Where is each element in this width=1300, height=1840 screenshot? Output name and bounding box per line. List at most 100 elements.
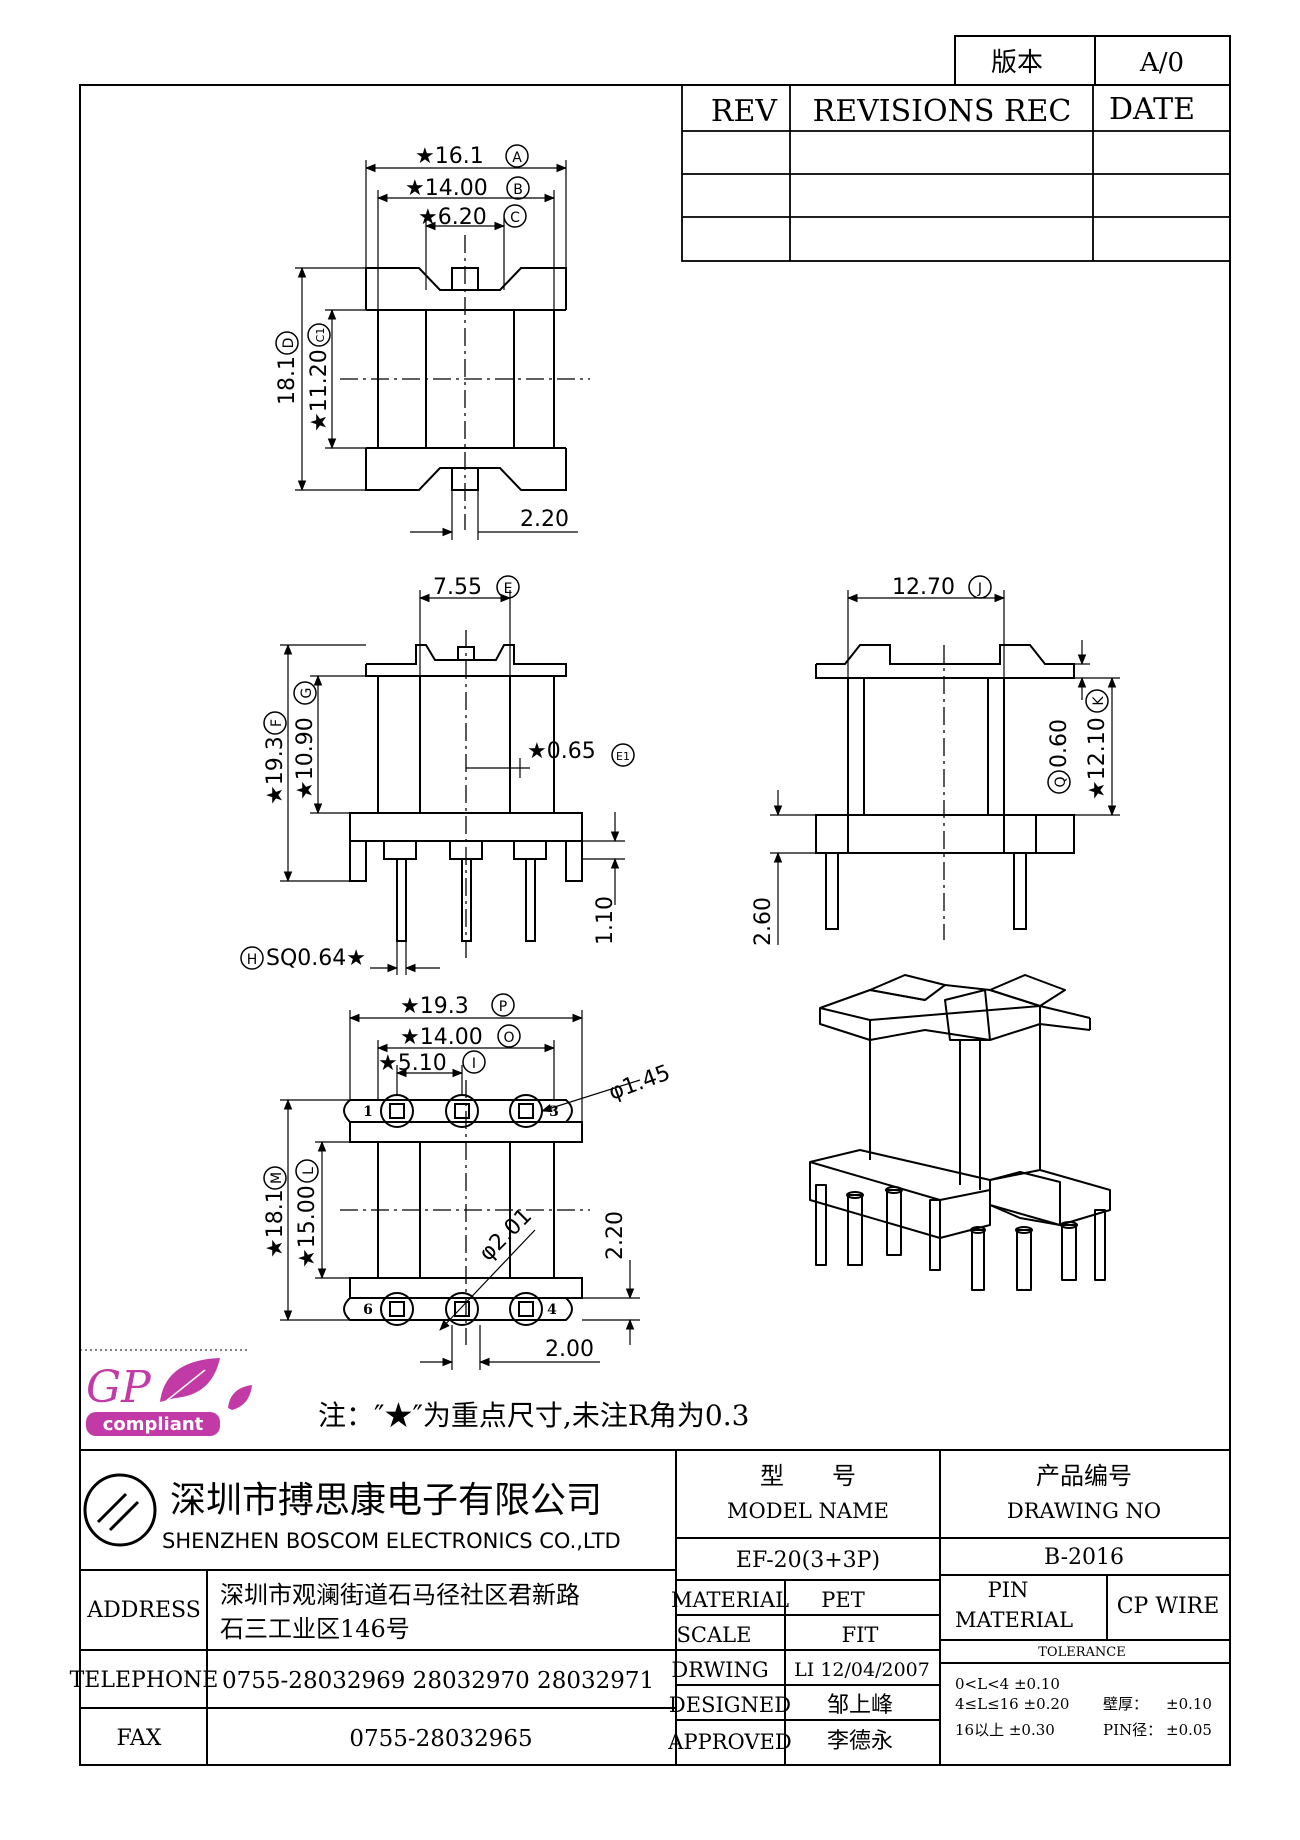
- drwing-value: LI 12/04/2007: [794, 1659, 930, 1681]
- wall-thickness-value: ±0.10: [1166, 1695, 1212, 1713]
- top-dim-pin-width: 2.20: [520, 507, 569, 532]
- pin-4-label: 4: [547, 1302, 557, 1318]
- svg-text:E1: E1: [616, 750, 630, 763]
- version-label: 版本: [991, 48, 1043, 78]
- svg-text:H: H: [247, 952, 258, 968]
- fax-label: FAX: [117, 1726, 162, 1751]
- svg-text:F: F: [269, 719, 285, 727]
- company-name-cn: 深圳市搏思康电子有限公司: [170, 1480, 602, 1521]
- rev-header: REV: [711, 94, 778, 129]
- pin-material-value: CP WIRE: [1117, 1594, 1220, 1619]
- material-value: PET: [821, 1588, 864, 1612]
- bottom-tag-i: I: [462, 1050, 486, 1074]
- revisions-rec-header: REVISIONS REC: [813, 94, 1072, 129]
- svg-text:J: J: [977, 581, 982, 597]
- svg-text:★11.20: ★11.20: [307, 349, 332, 432]
- model-label-en: MODEL NAME: [727, 1499, 889, 1523]
- designed-label: DESIGNED: [669, 1693, 791, 1717]
- top-dim-inner-height: ★11.20 C1: [307, 323, 332, 432]
- model-label-cn: 型 号: [760, 1462, 856, 1490]
- drawing-label-en: DRAWING NO: [1007, 1499, 1161, 1523]
- svg-text:I: I: [472, 1056, 476, 1072]
- revisions-table: [681, 84, 1231, 262]
- front-view-drawing: [280, 590, 625, 975]
- svg-text:A: A: [512, 150, 522, 166]
- bottom-dim-depth: ★18.1 M: [263, 1166, 288, 1258]
- side-tag-j: J: [968, 575, 992, 599]
- top-tag-c: C: [503, 204, 527, 228]
- tolerance-row-3: 16以上 ±0.30: [955, 1721, 1055, 1739]
- svg-text:★18.1: ★18.1: [263, 1189, 288, 1258]
- bottom-dim-pad: 2.00: [545, 1337, 594, 1362]
- side-dim-body-height: ★12.10 K: [1085, 689, 1110, 800]
- address-label: ADDRESS: [86, 1598, 201, 1623]
- top-tag-b: B: [506, 176, 530, 200]
- bottom-dim-pin-pitch: ★5.10: [378, 1051, 447, 1076]
- front-tag-h: H: [240, 946, 264, 970]
- bottom-dim-circle: φ2.01: [475, 1204, 538, 1267]
- address-line-1: 深圳市观澜街道石马径社区君新路: [220, 1581, 580, 1609]
- approved-label: APPROVED: [667, 1730, 791, 1754]
- front-dim-wall: ★0.65: [527, 739, 596, 764]
- drawing-note: 注：″★″为重点尺寸,未注R角为0.3: [318, 1399, 749, 1432]
- svg-text:E: E: [504, 581, 513, 597]
- drwing-label: DRWING: [671, 1658, 768, 1682]
- svg-text:★19.3: ★19.3: [263, 736, 288, 805]
- svg-text:C1: C1: [314, 328, 327, 343]
- designed-value: 邹上峰: [827, 1693, 893, 1718]
- title-block-lines: [80, 1449, 1230, 1765]
- svg-text:GP: GP: [86, 1362, 152, 1413]
- svg-text:D: D: [281, 338, 297, 349]
- tolerance-title: TOLERANCE: [1038, 1645, 1125, 1660]
- side-dim-width: 12.70: [892, 575, 955, 600]
- pin-material-label-1: PIN: [988, 1578, 1029, 1602]
- front-dim-overall-height: ★19.3 F: [263, 711, 288, 805]
- pin-3-label: 3: [549, 1104, 559, 1120]
- date-header: DATE: [1109, 92, 1195, 127]
- svg-text:★15.00: ★15.00: [295, 1185, 320, 1268]
- svg-text:compliant: compliant: [103, 1414, 204, 1435]
- front-tag-e: E: [496, 575, 520, 599]
- front-dim-base-gap: 1.10: [593, 896, 618, 945]
- tolerance-row-1: 0<L<4 ±0.10: [955, 1675, 1060, 1693]
- side-dim-base: 2.60: [751, 897, 776, 946]
- svg-text:Q: Q: [1053, 776, 1069, 787]
- top-dim-width-inner: ★14.00: [405, 176, 488, 201]
- bottom-dim-overall-width: ★19.3: [400, 994, 469, 1019]
- svg-text:M: M: [269, 1172, 285, 1184]
- svg-text:0.60: 0.60: [1047, 719, 1072, 768]
- wall-thickness-label: 壁厚：: [1103, 1695, 1148, 1713]
- svg-text:O: O: [503, 1030, 514, 1046]
- bottom-tag-p: P: [491, 993, 515, 1017]
- side-view-drawing: [770, 590, 1120, 945]
- company-name-en: SHENZHEN BOSCOM ELECTRONICS CO.,LTD: [162, 1529, 621, 1553]
- telephone-label: TELEPHONE: [70, 1668, 219, 1693]
- side-dim-flange: Q 0.60: [1047, 719, 1072, 794]
- telephone-value: 0755-28032969 28032970 28032971: [222, 1668, 654, 1694]
- scale-label: SCALE: [677, 1623, 752, 1647]
- bottom-tag-o: O: [497, 1024, 521, 1048]
- approved-value: 李德永: [827, 1729, 893, 1754]
- isometric-view-drawing: [809, 974, 1111, 1291]
- top-dim-height: 18.1 D: [275, 331, 300, 405]
- front-dim-body-height: ★10.90 G: [293, 681, 318, 800]
- bottom-dim-inner-depth: ★15.00 L: [295, 1159, 320, 1268]
- main-frame: [79, 84, 1231, 1766]
- svg-text:18.1: 18.1: [275, 356, 300, 405]
- pin-material-label-2: MATERIAL: [955, 1608, 1073, 1632]
- address-line-2: 石三工业区146号: [220, 1615, 410, 1643]
- top-view-drawing: [295, 160, 590, 540]
- scale-value: FIT: [842, 1623, 879, 1647]
- company-logo-icon: [83, 1473, 157, 1547]
- bottom-dim-hole: φ1.45: [606, 1060, 674, 1105]
- pin-diameter-label: PIN径：: [1103, 1721, 1162, 1739]
- svg-text:L: L: [301, 1167, 317, 1175]
- version-value: A/0: [1139, 48, 1184, 78]
- model-value: EF-20(3+3P): [736, 1548, 880, 1573]
- top-dim-width-overall: ★16.1: [415, 144, 484, 169]
- bottom-view-drawing: [280, 1010, 641, 1370]
- material-label: MATERIAL: [671, 1588, 789, 1612]
- svg-text:C: C: [510, 210, 520, 226]
- bottom-dim-inner-width: ★14.00: [400, 1025, 483, 1050]
